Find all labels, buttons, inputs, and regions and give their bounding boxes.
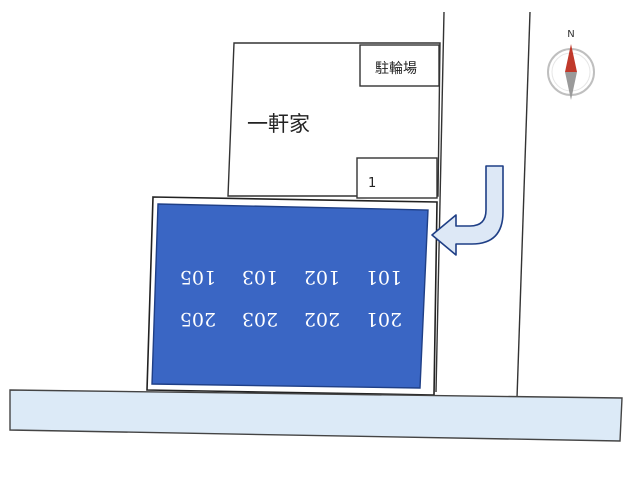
bicycle-parking [359, 44, 440, 87]
bicycle-parking-label: 駐輪場 [375, 60, 417, 77]
unit-label-202: 202 [304, 308, 340, 330]
parking-space-label: 1 [368, 176, 376, 191]
entrance-arrow-icon [431, 165, 504, 256]
unit-label-203: 203 [242, 308, 278, 330]
road-edge-left [435, 11, 445, 393]
unit-label-201: 201 [366, 308, 402, 330]
parking-space-1 [356, 157, 438, 199]
house-label: 一軒家 [247, 112, 310, 136]
unit-label-105: 105 [180, 266, 216, 288]
compass-needle-north [565, 44, 577, 72]
compass-needle-south [565, 72, 577, 100]
unit-label-205: 205 [180, 308, 216, 330]
compass-icon: N [547, 29, 595, 100]
apartment-building [151, 203, 429, 389]
compass-north-label: N [567, 29, 574, 40]
unit-label-102: 102 [304, 266, 340, 288]
unit-label-101: 101 [366, 266, 402, 288]
road [9, 389, 623, 442]
unit-label-103: 103 [242, 266, 278, 288]
road-edge-right [516, 11, 531, 399]
unit-labels: 105 103 102 101 205 203 202 201 [180, 266, 402, 330]
